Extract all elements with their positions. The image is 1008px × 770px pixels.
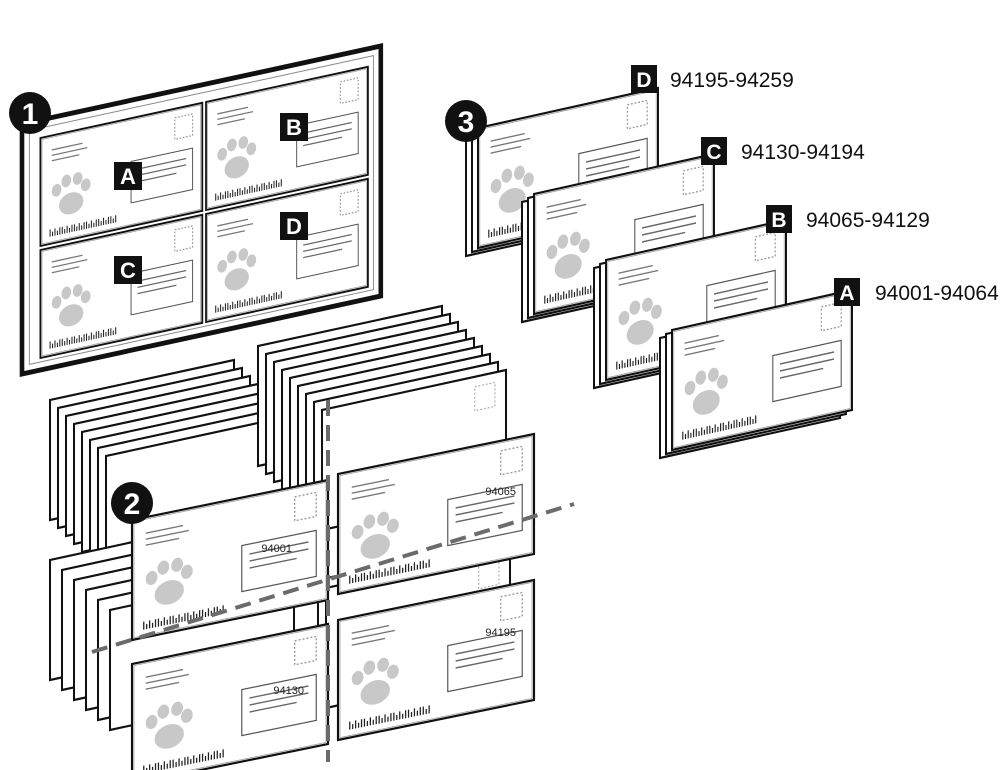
printed-sheet: A B C D xyxy=(19,42,384,378)
step-1-number: 1 xyxy=(22,98,39,131)
step-1-badge: 1 xyxy=(9,92,51,134)
zip-94195: 94195 xyxy=(485,627,516,639)
stack-card-94065: 94065 xyxy=(336,432,536,596)
step-2-badge: 2 xyxy=(111,482,153,524)
zip-range-a: 94001-94064 xyxy=(875,282,999,305)
zip-range-d: 94195-94259 xyxy=(670,69,794,92)
step-3-badge: 3 xyxy=(445,100,487,142)
sheet-label-c-text: C xyxy=(120,258,136,283)
stack-label-d: D 94195-94259 xyxy=(631,65,794,93)
sheet-stack: 94001 94065 94130 94195 xyxy=(48,304,575,770)
stack-letter-d: D xyxy=(636,69,651,92)
step-2-number: 2 xyxy=(124,488,141,521)
stack-letter-c: C xyxy=(706,141,721,164)
stack-label-b: B 94065-94129 xyxy=(766,205,930,233)
horizontal-cut-line xyxy=(91,502,575,654)
stack-label-c: C 94130-94194 xyxy=(701,137,865,165)
sheet-label-a-text: A xyxy=(120,164,136,189)
zip-94065: 94065 xyxy=(485,486,516,498)
stack-card-94001: 94001 xyxy=(130,478,330,642)
stack-card-94130: 94130 xyxy=(130,622,330,770)
sheet-label-d: D xyxy=(280,212,308,240)
stack-letter-a: A xyxy=(839,282,854,305)
zip-94001: 94001 xyxy=(261,543,292,555)
sheet-label-b-text: B xyxy=(286,115,302,140)
zip-94130: 94130 xyxy=(273,685,304,697)
zip-range-c: 94130-94194 xyxy=(741,141,865,164)
stack-card-94195: 94195 xyxy=(336,578,536,742)
stack-label-a: A 94001-94064 xyxy=(834,278,999,306)
sheet-label-d-text: D xyxy=(286,214,302,239)
sheet-label-b: B xyxy=(280,113,308,141)
step-3-number: 3 xyxy=(458,106,475,139)
sorted-stacks: D 94195-94259 C 94130-94194 B 94065-9412… xyxy=(464,65,999,460)
sheet-label-c: C xyxy=(114,256,142,284)
sheet-label-a: A xyxy=(114,162,142,190)
zip-range-b: 94065-94129 xyxy=(806,209,930,232)
stack-letter-b: B xyxy=(771,209,786,232)
